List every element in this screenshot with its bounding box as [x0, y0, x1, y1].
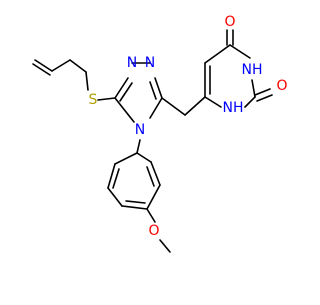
bond — [149, 97, 163, 119]
bond — [69, 59, 87, 73]
bond — [254, 88, 271, 96]
atom-label-n-triazole-right: N — [145, 55, 155, 71]
molecule-structure: O NH O NH N N N S O — [32, 14, 288, 253]
atom-label-nh-ring-bottom: NH — [223, 100, 244, 116]
bond — [161, 97, 186, 116]
bond — [204, 44, 231, 64]
bond — [136, 139, 141, 154]
bond — [244, 96, 256, 108]
structure-canvas: O NH O NH N N N S O — [32, 14, 288, 253]
atom-label-n-triazole-bottom: N — [135, 122, 145, 138]
bond — [146, 184, 161, 210]
bond — [114, 77, 129, 99]
atom-label-layer: O NH O NH N N N S O — [89, 14, 288, 239]
bond — [251, 79, 256, 98]
bond — [114, 152, 138, 165]
bond — [32, 63, 51, 76]
atom-label-o-carbonyl-top: O — [224, 14, 235, 30]
atom-label-o-carbonyl-right: O — [276, 78, 287, 94]
bond-layer — [32, 29, 273, 253]
bond — [34, 59, 53, 72]
bond — [125, 200, 146, 204]
atom-label-o-methoxy: O — [148, 223, 159, 239]
bond — [159, 239, 171, 253]
atom-label-nh-ring-top: NH — [242, 62, 263, 78]
bond — [150, 161, 161, 186]
bond — [51, 59, 71, 72]
bond — [121, 205, 148, 210]
bond — [184, 96, 206, 116]
atom-label-sulfur: S — [89, 92, 98, 108]
bond — [97, 97, 116, 101]
bond — [114, 97, 135, 123]
bond — [112, 168, 120, 189]
bond — [256, 94, 273, 102]
bond — [154, 77, 163, 99]
bond — [146, 208, 156, 223]
bond — [136, 152, 152, 163]
atom-label-n-triazole-left: N — [127, 55, 137, 71]
bond — [146, 166, 155, 187]
bond — [204, 96, 222, 108]
bond — [119, 82, 133, 102]
bond — [107, 187, 123, 207]
bond — [229, 44, 251, 59]
bond — [149, 81, 157, 100]
bond — [85, 71, 89, 91]
bond — [107, 163, 116, 189]
